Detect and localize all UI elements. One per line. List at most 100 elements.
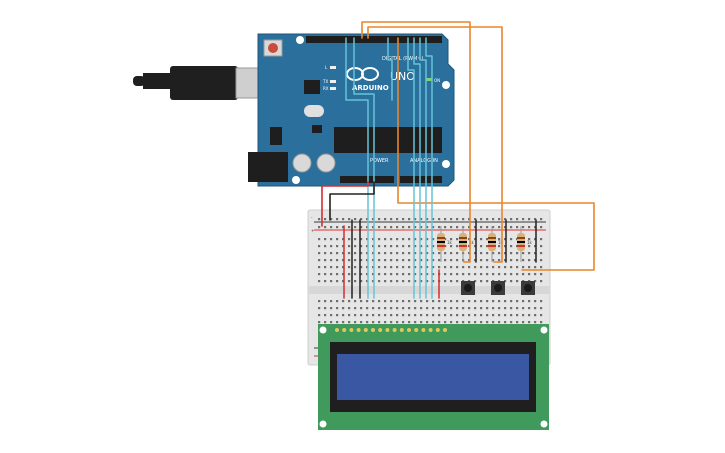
breadboard-hole — [510, 280, 513, 283]
resistor-2: 1k — [459, 226, 475, 262]
breadboard-hole — [522, 314, 525, 317]
breadboard-hole — [318, 252, 321, 255]
breadboard-hole — [390, 273, 393, 276]
push-button-3[interactable] — [521, 281, 535, 295]
on-label: ON — [434, 78, 440, 83]
push-button-2[interactable] — [491, 281, 505, 295]
breadboard-hole — [354, 280, 357, 283]
lcd-pin — [399, 328, 404, 332]
wire-black-gnd[interactable] — [329, 181, 375, 221]
lcd-module[interactable] — [318, 324, 549, 430]
breadboard-hole — [420, 307, 423, 310]
resistor-4-label: 1k — [527, 240, 533, 245]
breadboard-hole — [360, 259, 363, 262]
wire-orange-2[interactable] — [367, 26, 503, 263]
breadboard-hole — [366, 245, 369, 248]
breadboard-hole — [408, 314, 411, 317]
breadboard-hole — [456, 245, 459, 248]
breadboard-hole — [408, 226, 411, 229]
breadboard-hole — [468, 266, 471, 269]
breadboard-hole — [402, 300, 405, 303]
wire-orange-1[interactable] — [361, 21, 471, 263]
breadboard-hole — [432, 280, 435, 283]
wire-cyan-7[interactable] — [387, 37, 393, 101]
breadboard-hole — [468, 321, 471, 324]
breadboard-hole — [528, 307, 531, 310]
breadboard-hole — [342, 226, 345, 229]
breadboard-hole — [450, 266, 453, 269]
wire-orange-3[interactable] — [397, 37, 595, 271]
analog-header[interactable] — [400, 176, 442, 183]
breadboard-hole — [462, 266, 465, 269]
breadboard-hole — [426, 245, 429, 248]
breadboard-hole — [510, 314, 513, 317]
breadboard-hole — [450, 321, 453, 324]
breadboard-hole — [540, 314, 543, 317]
breadboard-hole — [498, 226, 501, 229]
breadboard-hole — [420, 252, 423, 255]
wire-cyan-6[interactable] — [425, 37, 433, 299]
breadboard-hole — [480, 259, 483, 262]
breadboard-hole — [540, 252, 543, 255]
breadboard-hole — [360, 300, 363, 303]
arduino-logo — [346, 67, 379, 81]
breadboard-hole — [396, 259, 399, 262]
breadboard-hole — [360, 273, 363, 276]
breadboard-hole — [402, 238, 405, 241]
breadboard-hole — [486, 321, 489, 324]
breadboard-hole — [438, 218, 441, 221]
breadboard-hole — [336, 307, 339, 310]
wire-cyan-2[interactable] — [353, 37, 375, 299]
power-jack[interactable] — [248, 152, 288, 182]
push-buttons[interactable] — [461, 281, 535, 295]
breadboard-hole — [486, 238, 489, 241]
breadboard-hole — [498, 218, 501, 221]
breadboard-hole — [366, 238, 369, 241]
breadboard-hole — [378, 245, 381, 248]
breadboard-hole — [468, 300, 471, 303]
wire-cyan-3[interactable] — [407, 37, 415, 299]
arduino-board[interactable]: ARDUINO UNO DIGITAL (PWM~) ANALOG IN POW… — [248, 33, 455, 187]
breadboard-hole — [384, 218, 387, 221]
breadboard-hole — [486, 273, 489, 276]
breadboard-hole — [540, 280, 543, 283]
breadboard-hole — [498, 245, 501, 248]
breadboard-hole — [444, 259, 447, 262]
breadboard-hole — [390, 245, 393, 248]
breadboard-hole — [330, 307, 333, 310]
breadboard-hole — [366, 321, 369, 324]
breadboard-hole — [456, 314, 459, 317]
push-button-1[interactable] — [461, 281, 475, 295]
breadboard-hole — [432, 252, 435, 255]
breadboard-hole — [336, 259, 339, 262]
breadboard-hole — [396, 252, 399, 255]
breadboard-hole — [534, 259, 537, 262]
breadboard-hole — [366, 280, 369, 283]
breadboard-hole — [486, 218, 489, 221]
breadboard-hole — [432, 218, 435, 221]
breadboard-hole — [486, 266, 489, 269]
breadboard-hole — [342, 321, 345, 324]
breadboard-hole — [354, 245, 357, 248]
breadboard-hole — [348, 226, 351, 229]
wire-red-5v[interactable] — [321, 181, 369, 227]
power-header[interactable] — [340, 176, 394, 183]
breadboard-hole — [540, 266, 543, 269]
wire-cyan-4[interactable] — [413, 37, 421, 299]
breadboard-hole — [420, 238, 423, 241]
breadboard-hole — [342, 259, 345, 262]
breadboard-hole — [468, 259, 471, 262]
breadboard-hole — [402, 280, 405, 283]
breadboard-hole — [450, 245, 453, 248]
breadboard-hole — [372, 259, 375, 262]
breadboard-hole — [426, 226, 429, 229]
breadboard-hole — [378, 218, 381, 221]
wire-cyan-5[interactable] — [419, 37, 427, 299]
breadboard-hole — [348, 280, 351, 283]
breadboard-hole — [348, 307, 351, 310]
wire-cyan-1[interactable] — [345, 37, 369, 299]
breadboard-hole — [414, 226, 417, 229]
digital-header[interactable] — [306, 36, 442, 43]
breadboard-hole — [318, 321, 321, 324]
breadboard-hole — [390, 238, 393, 241]
